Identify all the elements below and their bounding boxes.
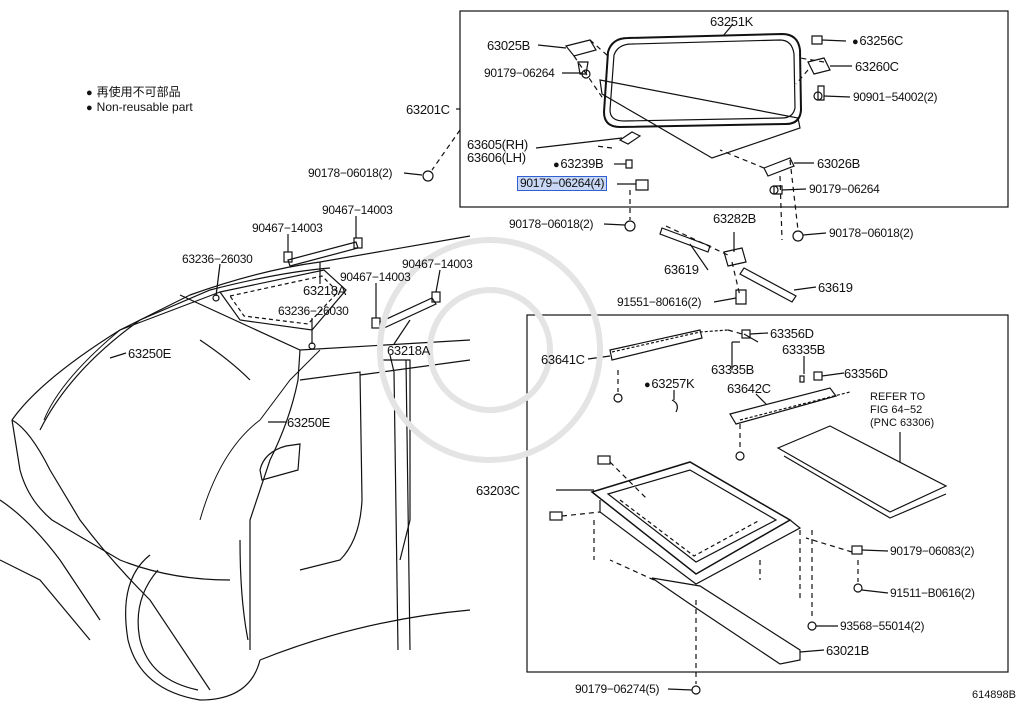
label-63218a-b[interactable]: 63218A (387, 343, 431, 358)
label-63236-26030-b[interactable]: 63236−26030 (278, 304, 349, 318)
label-63026b[interactable]: 63026B (817, 156, 861, 171)
refer-note[interactable]: REFER TO FIG 64−52 (PNC 63306) (870, 391, 934, 430)
label-90179-06083[interactable]: 90179−06083(2) (890, 544, 975, 558)
label-63257k[interactable]: 63257K (644, 377, 694, 392)
figure-id: 614898B (971, 689, 1016, 701)
lower-group-box (526, 314, 1009, 673)
label-90467-14003-c[interactable]: 90467−14003 (402, 257, 473, 271)
label-63251k[interactable]: 63251K (710, 14, 754, 29)
label-63201c[interactable]: 63201C (406, 102, 450, 117)
roof-opening (218, 269, 347, 331)
label-63605[interactable]: 63605(RH) (467, 137, 528, 152)
label-90178-06018-b[interactable]: 90178−06018(2) (509, 217, 594, 231)
bracket-63025b (564, 39, 597, 57)
label-63356d-a[interactable]: 63356D (770, 326, 814, 341)
label-90467-14003-d[interactable]: 90467−14003 (340, 270, 411, 284)
sunroof-shade (599, 79, 801, 159)
rail-63642c (729, 387, 838, 425)
bracket-63260c (807, 57, 831, 75)
legend-line-2: ●Non-reusable part (86, 100, 193, 114)
label-90179-06274[interactable]: 90179−06274(5) (575, 682, 660, 696)
refer-note-line-1: REFER TO (870, 391, 926, 403)
drain-hose-63619-right (739, 267, 797, 303)
label-63606[interactable]: 63606(LH) (467, 150, 526, 165)
bullet-icon: ● (86, 87, 93, 99)
sunroof-glass (602, 32, 803, 129)
label-90179-06264-a[interactable]: 90179−06264 (484, 66, 555, 80)
frame-63203c (590, 461, 792, 575)
label-63021b[interactable]: 63021B (826, 643, 870, 658)
label-90901-54002[interactable]: 90901−54002(2) (853, 90, 938, 104)
deflector-63021b (651, 577, 801, 665)
legend-line-1: ●再使用不可部品 (86, 85, 181, 99)
label-63619-b[interactable]: 63619 (818, 280, 853, 295)
watermark-seal (377, 237, 603, 463)
label-91511-b0616[interactable]: 91511−B0616(2) (890, 586, 975, 600)
label-90179-06264-4[interactable]: 90179−06264(4) (516, 176, 608, 191)
label-63642c[interactable]: 63642C (727, 381, 771, 396)
bracket-63282b (723, 247, 747, 267)
label-91551-80616[interactable]: 91551−80616(2) (617, 295, 702, 309)
label-63218a-a[interactable]: 63218A (303, 283, 347, 298)
label-63335b-a[interactable]: 63335B (782, 342, 826, 357)
label-93568-55014[interactable]: 93568−55014(2) (840, 619, 925, 633)
label-63236-26030-a[interactable]: 63236−26030 (182, 252, 253, 266)
label-63250e-a[interactable]: 63250E (128, 346, 172, 361)
drip-channel-63250e-left (43, 291, 221, 421)
label-63256c[interactable]: 63256C (852, 34, 903, 49)
refer-note-line-3: (PNC 63306) (870, 417, 935, 429)
drain-hose-63619-left (659, 227, 711, 253)
label-63282b[interactable]: 63282B (713, 211, 757, 226)
label-90467-14003-b[interactable]: 90467−14003 (252, 221, 323, 235)
label-63250e-b[interactable]: 63250E (287, 415, 331, 430)
bracket-63026b (763, 157, 795, 177)
label-90467-14003-a[interactable]: 90467−14003 (322, 203, 393, 217)
sunshade-panel (776, 425, 948, 513)
drain-tube-63218a-a (287, 241, 359, 267)
vehicle-body (11, 235, 471, 421)
label-90179-06264-b[interactable]: 90179−06264 (809, 182, 880, 196)
label-63239b[interactable]: 63239B (553, 157, 603, 172)
label-63356d-b[interactable]: 63356D (844, 366, 888, 381)
label-90178-06018-c[interactable]: 90178−06018(2) (829, 226, 914, 240)
label-63641c[interactable]: 63641C (541, 352, 585, 367)
label-63025b[interactable]: 63025B (487, 38, 531, 53)
rail-63641c (609, 329, 703, 361)
label-63335b-b[interactable]: 63335B (711, 362, 755, 377)
label-63203c[interactable]: 63203C (476, 483, 520, 498)
label-63619-a[interactable]: 63619 (664, 262, 699, 277)
label-63260c[interactable]: 63260C (855, 59, 899, 74)
refer-note-line-2: FIG 64−52 (870, 404, 923, 416)
drip-channel-63250e-right (199, 349, 321, 521)
bullet-icon: ● (86, 102, 93, 114)
label-90178-06018-a[interactable]: 90178−06018(2) (308, 166, 393, 180)
